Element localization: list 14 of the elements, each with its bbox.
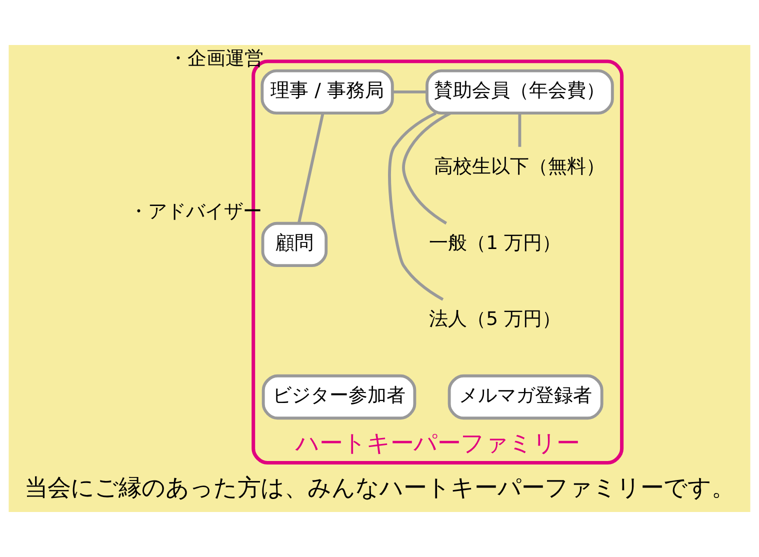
node-text: 法人（5 万円） xyxy=(429,309,562,330)
node-text: 高校生以下（無料） xyxy=(434,156,606,178)
node-box: メルマガ登録者 xyxy=(448,374,604,420)
node-box: 顧問 xyxy=(261,222,328,268)
connector xyxy=(402,112,451,225)
connector xyxy=(518,113,522,147)
caption: 当会にご縁のあった方は、みんなハートキーパーファミリーです。 xyxy=(24,474,734,502)
connector xyxy=(297,113,324,224)
connector xyxy=(392,90,427,94)
node-box: ビジター参加者 xyxy=(262,374,416,420)
connector xyxy=(388,112,444,301)
node-box: 理事 / 事務局 xyxy=(260,69,394,115)
node-box: 賛助会員（年会費） xyxy=(426,69,614,115)
node-text: 一般（1 万円） xyxy=(429,232,562,254)
